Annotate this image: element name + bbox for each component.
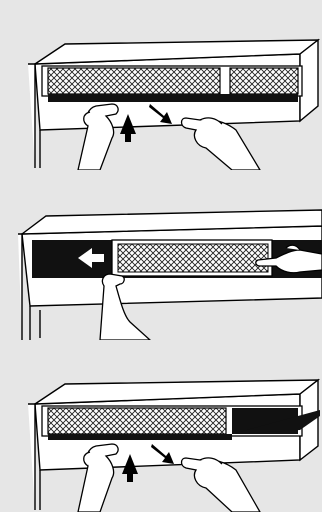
step-1-panel [0,18,322,170]
right-hand [182,118,261,170]
filter-slot [48,434,232,440]
step-3-panel [0,360,322,512]
hood-body [28,40,318,168]
grease-filter-left [48,68,220,94]
right-hand [182,458,261,512]
step-1-illustration [0,18,322,170]
step-3-illustration [0,360,322,512]
grease-filter-right [230,68,298,94]
grease-filter-mesh [118,244,268,272]
step-2-illustration [0,190,322,340]
step-2-panel [0,190,322,340]
filter-slot [48,94,298,102]
grease-filter [48,408,226,434]
hood-body [28,380,318,510]
